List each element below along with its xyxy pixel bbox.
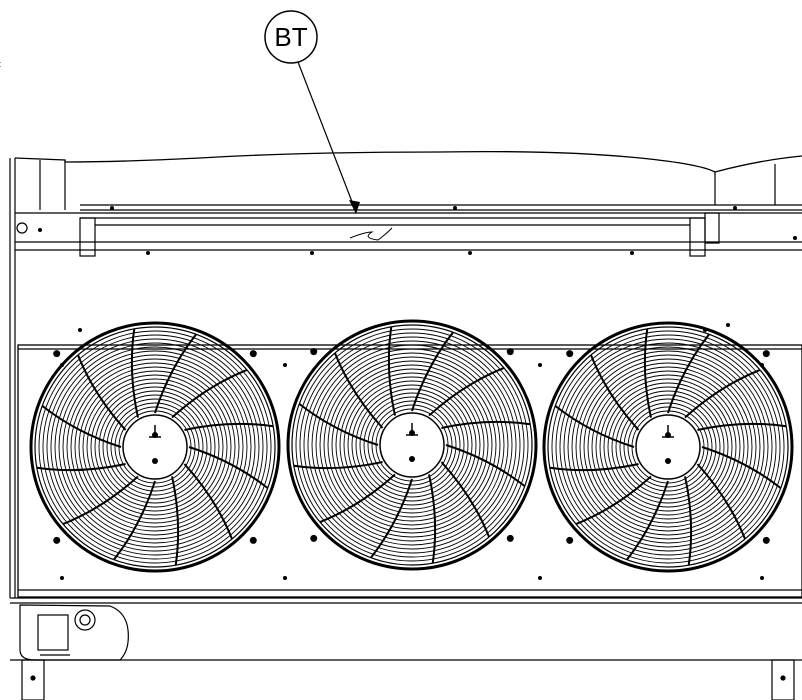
corner-mark-text: t bbox=[0, 58, 1, 70]
callout-bt: BT bbox=[264, 10, 360, 214]
fan-guard-3 bbox=[542, 321, 794, 573]
fan-guard-2 bbox=[286, 319, 538, 571]
callout-circle bbox=[264, 10, 318, 64]
leader-arrowhead bbox=[349, 200, 360, 214]
fan-guard-1 bbox=[29, 321, 281, 573]
callout-label: BT bbox=[274, 22, 307, 52]
leader-line bbox=[297, 61, 357, 213]
housing-outline bbox=[9, 150, 802, 700]
fan-group bbox=[29, 319, 794, 573]
